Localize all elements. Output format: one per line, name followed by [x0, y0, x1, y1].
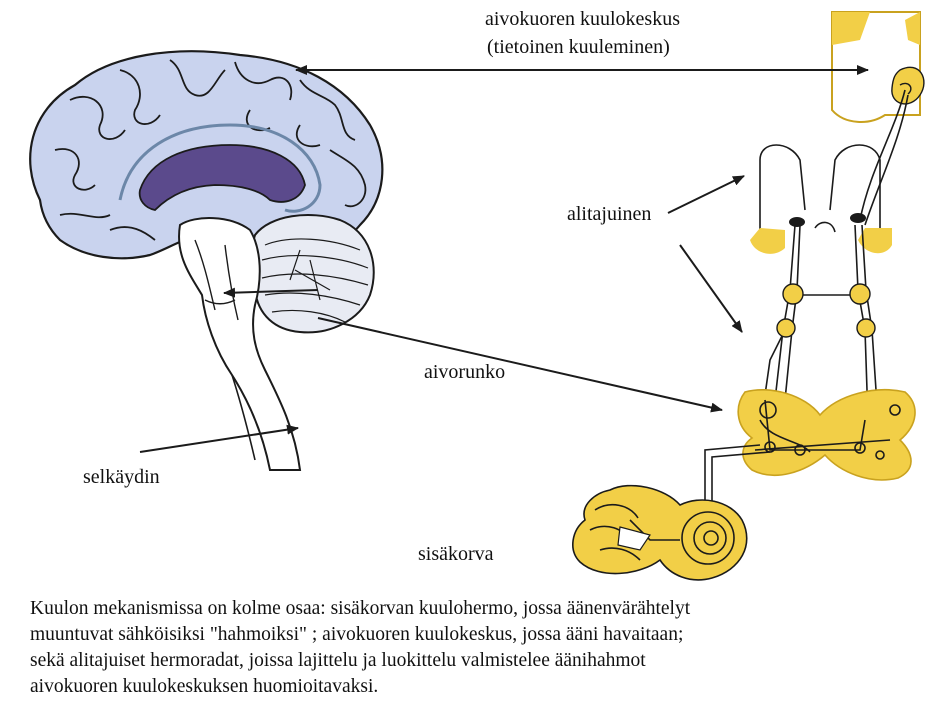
brainstem-nuclei [705, 390, 915, 505]
cortex-label-line1: aivokuoren kuulokeskus [485, 8, 680, 31]
subconscious-arrow-up [668, 176, 744, 213]
auditory-cortex [832, 12, 924, 122]
cerebellum [252, 215, 374, 332]
subconscious-label: alitajuinen [567, 203, 651, 226]
caption: Kuulon mekanismissa on kolme osaa: sisäk… [30, 596, 930, 700]
brainstem-label: aivorunko [424, 361, 505, 384]
subconscious-arrow-down [680, 245, 742, 332]
cortex-label-line2: (tietoinen kuuleminen) [487, 36, 670, 59]
brain-illustration [30, 51, 382, 470]
caption-line-1: Kuulon mekanismissa on kolme osaa: sisäk… [30, 596, 930, 622]
spinal-cord-label: selkäydin [83, 466, 160, 489]
brainstem-arrow-right [318, 318, 722, 410]
inner-ear-label: sisäkorva [418, 543, 494, 566]
caption-line-3: sekä alitajuiset hermoradat, joissa laji… [30, 648, 930, 674]
cochlea [573, 486, 747, 580]
caption-line-2: muuntuvat sähköisiksi "hahmoiksi" ; aivo… [30, 622, 930, 648]
auditory-pathway-illustration [573, 12, 924, 580]
caption-line-4: aivokuoren kuulokeskuksen huomioitavaksi… [30, 674, 930, 700]
